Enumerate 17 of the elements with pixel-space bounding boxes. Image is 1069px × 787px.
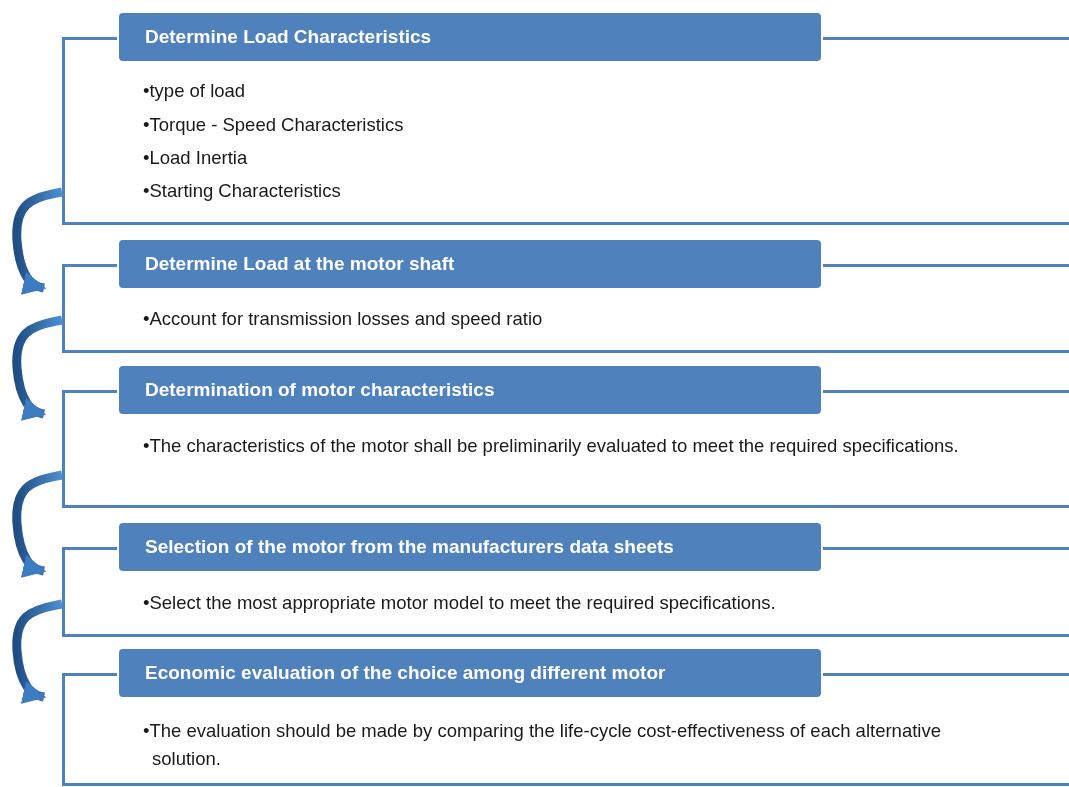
stage-heading: Determination of motor characteristics xyxy=(117,364,823,416)
bullet-item: •Starting Characteristics xyxy=(143,179,342,203)
curved-arrow xyxy=(12,187,63,295)
bullet-item: •The evaluation should be made by comparing the life-cycle cost-effectiveness of each alternative solution. xyxy=(143,719,942,771)
bullet-item: •Account for transmission losses and speed ratio xyxy=(143,307,544,331)
curved-arrow xyxy=(12,315,63,421)
stage-heading: Economic evaluation of the choice among different motor xyxy=(117,647,823,699)
curved-arrow xyxy=(12,470,63,578)
bullet-item: •The characteristics of the motor shall be preliminarily evaluated to meet the required specifications. xyxy=(143,434,960,458)
bullet-item: •type of load xyxy=(143,79,247,103)
bullet-item: •Torque - Speed Characteristics xyxy=(143,113,405,137)
curved-arrow xyxy=(12,599,63,704)
bullet-item: •Select the most appropriate motor model to meet the required specifications. xyxy=(143,591,777,615)
stage-heading: Determine Load at the motor shaft xyxy=(117,238,823,290)
bullet-item: •Load Inertia xyxy=(143,146,249,170)
stage-heading: Selection of the motor from the manufacturers data sheets xyxy=(117,521,823,573)
stage-heading: Determine Load Characteristics xyxy=(117,11,823,63)
